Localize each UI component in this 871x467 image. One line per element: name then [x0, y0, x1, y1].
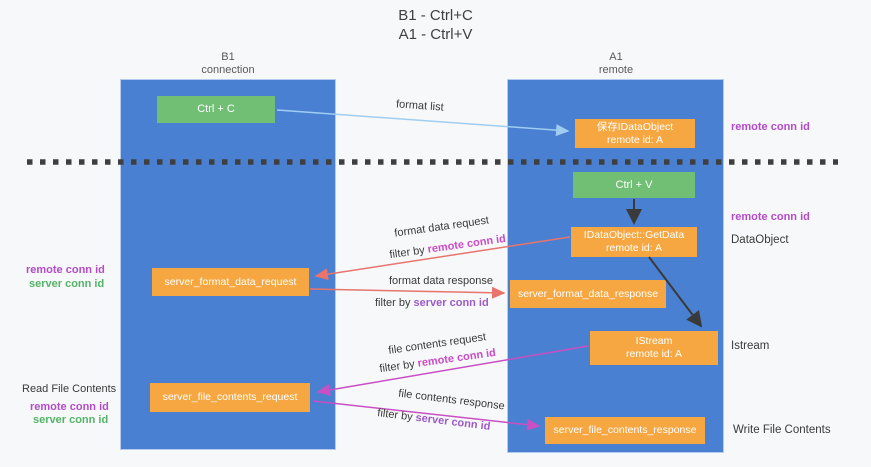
annotation-left-server-conn-id-1: server conn id	[29, 278, 105, 290]
filter-server-conn-id: server conn id	[414, 411, 492, 433]
node-server-format-data-response: server_format_data_response	[510, 280, 666, 308]
node-istream: IStream remote id: A	[590, 331, 718, 365]
server-format-data-request-label: server_format_data_request	[164, 275, 297, 288]
arrow-format-data-response	[309, 286, 506, 299]
right-column-header: A1 remote	[556, 51, 676, 77]
server-format-data-response-label: server_format_data_response	[517, 287, 659, 300]
server-file-contents-response-label: server_file_contents_response	[553, 424, 697, 436]
istream-line1: IStream	[635, 335, 673, 347]
filter-by-text: filter by	[376, 407, 417, 424]
filter-by-text: filter by	[388, 243, 429, 262]
getdata-line1: IDataObject::GetData	[583, 229, 685, 241]
node-idataobject-getdata: IDataObject::GetData remote id: A	[571, 227, 697, 257]
filter-server-conn-id: server conn id	[413, 297, 489, 309]
left-column-name: B1	[221, 51, 235, 63]
label-file-contents-response: file contents response	[397, 387, 506, 413]
server-file-contents-request-label: server_file_contents_request	[162, 391, 298, 403]
annotation-remote-conn-id-top: remote conn id	[731, 121, 810, 133]
annotation-remote-conn-id-mid: remote conn id	[731, 211, 810, 223]
annotation-left-remote-conn-id-2: remote conn id	[30, 401, 109, 413]
title-line-1: B1 - Ctrl+C	[398, 7, 473, 24]
annotation-left-server-conn-id-2: server conn id	[33, 414, 109, 426]
annotation-read-file-contents: Read File Contents	[22, 383, 117, 395]
left-column-header: B1 connection	[168, 51, 288, 77]
node-ctrl-c: Ctrl + C	[157, 96, 275, 123]
ctrl-v-label: Ctrl + V	[615, 178, 653, 191]
save-idataobject-line1: 保存IDataObject	[596, 120, 674, 133]
filter-remote-conn-id: remote conn id	[426, 232, 507, 256]
annotation-left-remote-conn-id-1: remote conn id	[26, 264, 105, 276]
filter-by-text: filter by	[378, 357, 419, 376]
node-server-format-data-request: server_format_data_request	[152, 268, 309, 296]
label-filter-server-1: filter by server conn id	[375, 297, 489, 309]
annotation-write-file-contents: Write File Contents	[733, 424, 831, 436]
label-format-data-response: format data response	[389, 275, 493, 287]
title-line-2: A1 - Ctrl+V	[398, 26, 473, 43]
ctrl-c-label: Ctrl + C	[197, 103, 235, 115]
diagram-title: B1 - Ctrl+C A1 - Ctrl+V	[0, 6, 871, 44]
node-server-file-contents-response: server_file_contents_response	[545, 417, 705, 444]
right-column-subtitle: remote	[598, 64, 634, 76]
label-format-data-request: format data request	[393, 214, 490, 240]
node-ctrl-v: Ctrl + V	[573, 172, 695, 198]
right-column-name: A1	[609, 51, 623, 63]
save-idataobject-line2: remote id: A	[606, 133, 664, 146]
node-save-idataobject: 保存IDataObject remote id: A	[575, 119, 695, 148]
left-column-subtitle: connection	[201, 64, 255, 76]
annotation-dataobject: DataObject	[731, 234, 789, 246]
label-format-list: format list	[395, 98, 445, 114]
istream-line2: remote id: A	[625, 348, 683, 360]
getdata-line2: remote id: A	[605, 242, 663, 254]
filter-by-text: filter by	[375, 297, 414, 309]
annotation-istream: Istream	[731, 340, 770, 352]
label-filter-server-2: filter by server conn id	[377, 407, 491, 433]
node-server-file-contents-request: server_file_contents_request	[150, 383, 310, 412]
